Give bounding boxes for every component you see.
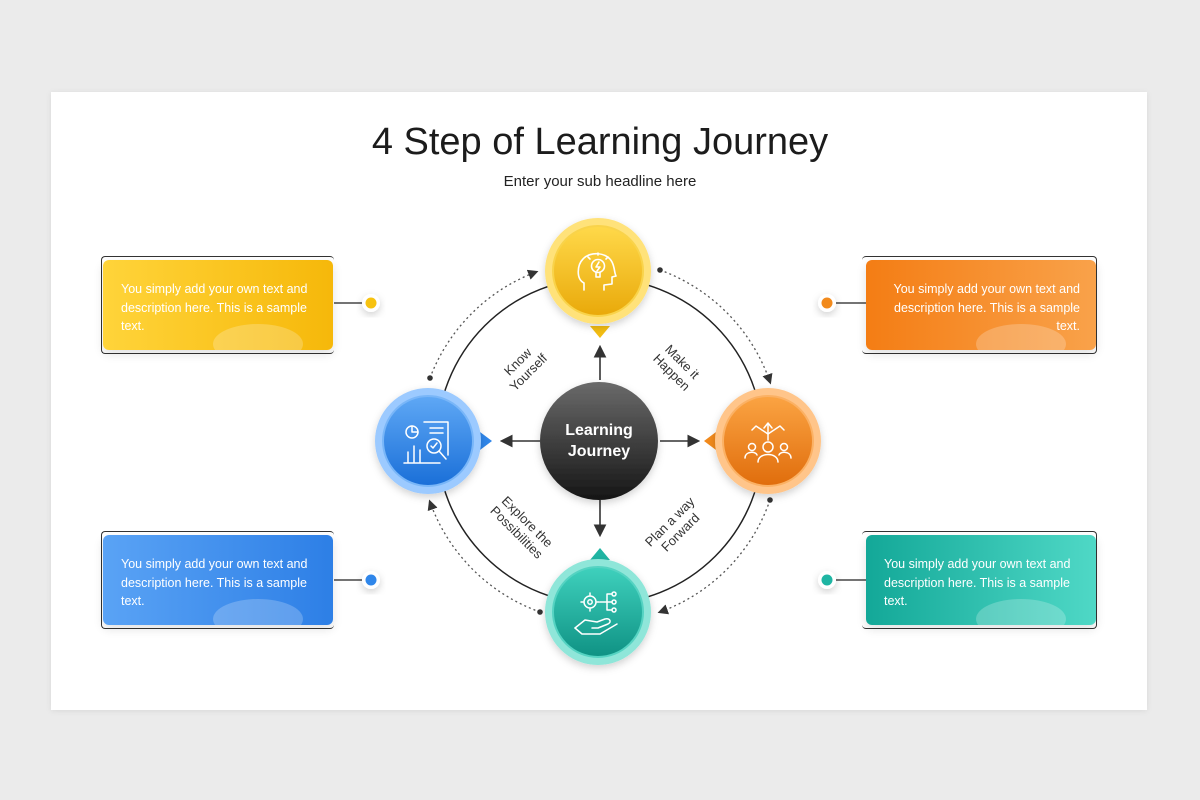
box-wave-decoration [976,599,1066,625]
arc-arrow-top-left [429,269,539,379]
center-hub-line1: Learning [565,422,633,439]
box-wave-decoration [213,324,303,350]
box-frame-yellow [101,256,334,354]
chart-report-magnifier-icon [403,421,449,464]
text-box-teal-text: You simply add your own text and descrip… [884,557,1071,608]
box-frame-blue [101,531,334,629]
text-box-yellow: You simply add your own text and descrip… [103,260,333,350]
connector-lines [334,302,866,581]
dot-teal [818,571,836,589]
node-left-blue [375,388,492,494]
dot-yellow [362,294,380,312]
team-direction-icon [744,422,792,463]
head-lightbulb-icon [577,252,617,291]
center-hub-line2: Journey [567,443,631,460]
arc-arrow-bottom-left [427,499,541,613]
dot-orange [818,294,836,312]
arc-arrow-top-right [659,269,773,385]
page-subtitle: Enter your sub headline here [503,173,697,190]
center-hub-label: Learning Journey [540,420,658,462]
text-box-blue: You simply add your own text and descrip… [103,535,333,625]
arc-arrow-bottom-right [657,499,771,615]
node-top-yellow [545,218,651,338]
hand-gear-network-icon [574,591,618,635]
box-frame-orange [862,256,1097,354]
text-box-yellow-text: You simply add your own text and descrip… [121,282,308,333]
text-box-orange-text: You simply add your own text and descrip… [893,282,1080,333]
box-frame-teal [862,531,1097,629]
text-box-teal: You simply add your own text and descrip… [866,535,1096,625]
center-hub [540,382,658,500]
dot-blue [362,571,380,589]
node-right-orange [704,388,821,494]
node-bottom-teal [545,548,651,665]
text-box-orange: You simply add your own text and descrip… [866,260,1096,350]
box-wave-decoration [976,324,1066,350]
box-wave-decoration [213,599,303,625]
page-title: 4 Step of Learning Journey [371,121,829,163]
text-box-blue-text: You simply add your own text and descrip… [121,557,308,608]
